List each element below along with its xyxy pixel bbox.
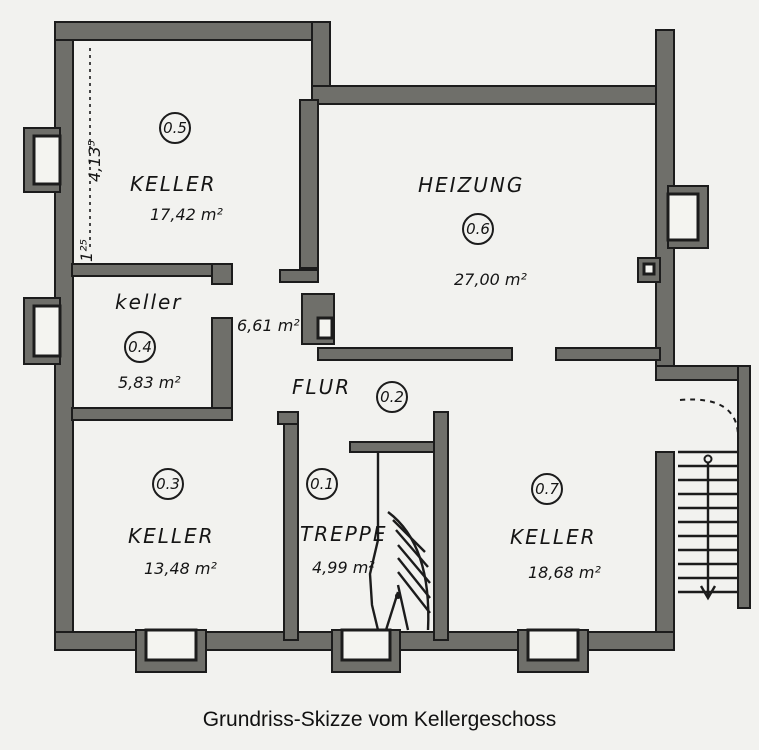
room-name: TREPPE <box>300 522 388 546</box>
room-0-6: 0.6 HEIZUNG 27,00 m² <box>418 173 527 289</box>
room-number: 0.7 <box>535 480 559 498</box>
floor-plan: 4,13⁵ 1²⁵ 0.5 KELLER 17,42 m² 0.4 keller… <box>23 21 751 673</box>
external-stair <box>678 398 740 601</box>
room-area: 6,61 m² <box>237 316 300 335</box>
room-area: 17,42 m² <box>150 205 223 224</box>
room-name: FLUR <box>292 375 351 399</box>
room-0-2: 0.2 FLUR 6,61 m² <box>237 316 408 413</box>
room-number: 0.6 <box>466 220 490 238</box>
dimension-line: 4,13⁵ 1²⁵ <box>77 48 104 262</box>
outer-walls <box>54 21 751 651</box>
room-name: KELLER <box>130 172 217 196</box>
room-area: 13,48 m² <box>144 559 217 578</box>
room-0-1: 0.1 TREPPE 4,99 m² <box>300 468 388 577</box>
room-0-5: 0.5 KELLER 17,42 m² <box>130 112 223 224</box>
room-area: 18,68 m² <box>528 563 601 582</box>
room-0-7: 0.7 KELLER 18,68 m² <box>510 473 601 582</box>
caption: Grundriss-Skizze vom Kellergeschoss <box>202 708 557 731</box>
room-name: KELLER <box>510 525 597 549</box>
room-number: 0.3 <box>156 475 180 493</box>
room-area: 5,83 m² <box>118 373 181 392</box>
room-number: 0.1 <box>310 475 334 493</box>
room-number: 0.4 <box>128 338 152 356</box>
interior-walls <box>71 99 661 641</box>
room-area: 27,00 m² <box>454 270 527 289</box>
room-name: KELLER <box>128 524 215 548</box>
room-area: 4,99 m² <box>312 558 375 577</box>
room-0-3: 0.3 KELLER 13,48 m² <box>128 468 217 578</box>
windows <box>23 127 709 673</box>
room-0-4: 0.4 keller 5,83 m² <box>115 290 183 392</box>
staircase <box>368 452 431 631</box>
room-number: 0.2 <box>380 388 404 406</box>
dimension-upper: 4,13⁵ <box>85 140 104 182</box>
dimension-lower: 1²⁵ <box>77 239 96 262</box>
room-number: 0.5 <box>163 119 187 137</box>
room-name: HEIZUNG <box>418 173 524 197</box>
room-name: keller <box>115 290 183 314</box>
